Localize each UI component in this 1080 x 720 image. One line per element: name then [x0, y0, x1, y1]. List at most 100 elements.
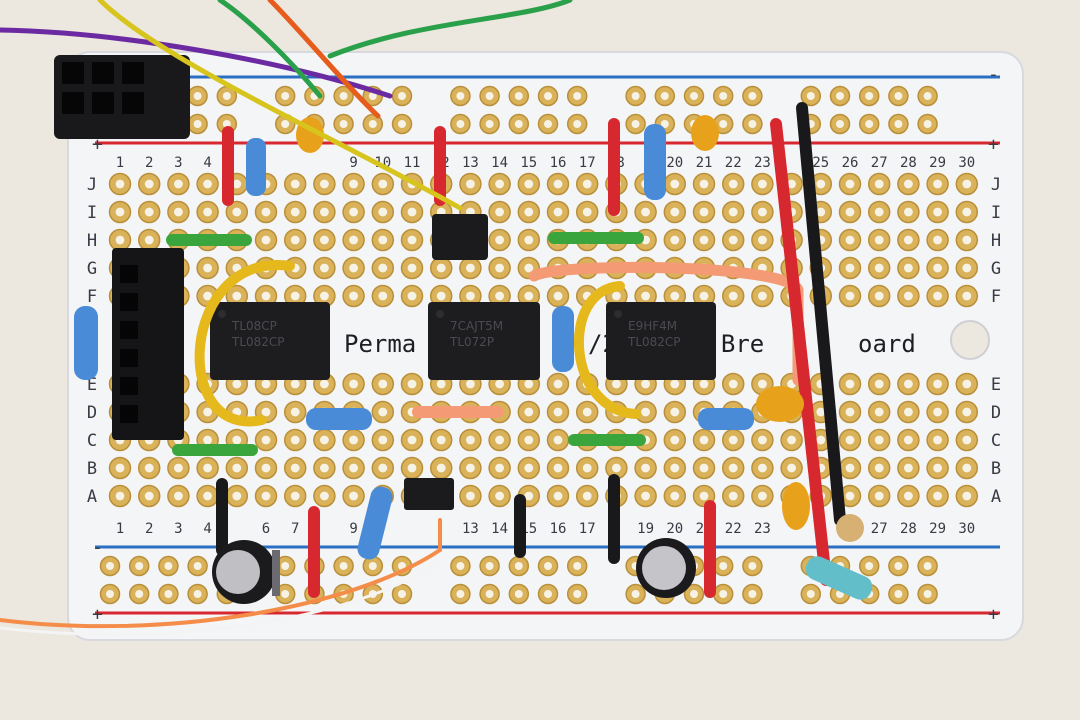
chip-2-line-2: TL072P: [449, 335, 494, 349]
pad-hole: [699, 179, 709, 189]
column-number: 15: [520, 155, 537, 171]
pad-hole: [553, 207, 563, 217]
pad-hole: [582, 179, 592, 189]
column-number: 17: [579, 155, 596, 171]
pad-hole: [319, 179, 329, 189]
pad-hole: [232, 435, 242, 445]
pad-hole: [894, 590, 903, 598]
pad-hole: [699, 435, 709, 445]
pad-hole: [173, 463, 183, 473]
pad-hole: [456, 562, 465, 570]
pad-hole: [836, 120, 844, 128]
pad-hole: [903, 207, 913, 217]
pad-hole: [719, 120, 728, 128]
pad-hole: [349, 235, 359, 245]
pad-hole: [319, 463, 329, 473]
pad-hole: [573, 562, 582, 570]
pad-hole: [290, 379, 300, 389]
pad-hole: [757, 435, 767, 445]
pad-hole: [319, 435, 329, 445]
pad-hole: [407, 291, 417, 301]
pad-hole: [903, 491, 913, 501]
pad-hole: [573, 120, 582, 128]
pad-hole: [962, 435, 972, 445]
pad-hole: [544, 92, 552, 100]
pad-hole: [319, 379, 329, 389]
pad-hole: [456, 92, 465, 100]
pad-hole: [115, 491, 125, 501]
pad-hole: [261, 291, 271, 301]
pad-hole: [203, 291, 213, 301]
row-letter: C: [991, 431, 1001, 451]
pad-hole: [787, 463, 797, 473]
pad-hole: [728, 435, 738, 445]
pad-hole: [524, 179, 534, 189]
row-letter: C: [87, 431, 97, 451]
pad-hole: [495, 491, 505, 501]
pad-hole: [135, 562, 144, 570]
pad-hole: [894, 120, 903, 128]
row-letter: H: [87, 231, 97, 251]
op-amp-chip-1: TL08CP TL082CP: [210, 302, 330, 380]
pad-hole: [232, 491, 242, 501]
column-number: 28: [900, 155, 917, 171]
row-letter: G: [87, 259, 97, 279]
pad-hole: [933, 179, 943, 189]
pad-hole: [193, 590, 202, 598]
pad-hole: [144, 491, 154, 501]
pad-hole: [144, 463, 154, 473]
pad-hole: [290, 207, 300, 217]
pad-hole: [514, 120, 523, 128]
pad-hole: [816, 407, 826, 417]
pad-hole: [719, 92, 728, 100]
column-number: 16: [550, 155, 567, 171]
pad-hole: [261, 207, 271, 217]
pad-hole: [962, 379, 972, 389]
pad-hole: [874, 463, 884, 473]
pad-hole: [193, 92, 202, 100]
pad-hole: [319, 207, 329, 217]
column-number: 16: [550, 521, 567, 537]
pad-hole: [962, 207, 972, 217]
pad-hole: [115, 463, 125, 473]
pad-hole: [670, 179, 680, 189]
pad-hole: [261, 491, 271, 501]
pad-hole: [465, 179, 475, 189]
pad-hole: [903, 379, 913, 389]
pad-hole: [874, 291, 884, 301]
chip-3-line-1: E9HF4M: [628, 319, 677, 333]
pad-hole: [553, 491, 563, 501]
pad-hole: [436, 435, 446, 445]
row-letter: H: [991, 231, 1001, 251]
column-number: 2: [145, 521, 153, 537]
pad-hole: [135, 590, 144, 598]
rail-plus-top-right: +: [988, 134, 999, 155]
pad-hole: [465, 491, 475, 501]
pad-hole: [524, 235, 534, 245]
pad-hole: [845, 291, 855, 301]
pad-hole: [203, 407, 213, 417]
row-letter: F: [991, 287, 1001, 307]
pad-hole: [281, 590, 290, 598]
pad-hole: [582, 407, 592, 417]
pad-hole: [874, 435, 884, 445]
pad-hole: [611, 379, 621, 389]
pad-hole: [281, 562, 290, 570]
chip-2-line-1: 7CAJT5M: [450, 319, 503, 333]
pad-hole: [398, 120, 406, 128]
pad-hole: [378, 207, 388, 217]
pad-hole: [787, 179, 797, 189]
pad-hole: [349, 291, 359, 301]
off-board-wires: [0, 0, 573, 636]
pad-hole: [144, 179, 154, 189]
pad-hole: [144, 235, 154, 245]
pad-hole: [670, 207, 680, 217]
column-number: 14: [491, 155, 508, 171]
column-number: 17: [579, 521, 596, 537]
pad-hole: [582, 207, 592, 217]
header-connector-top-left: [54, 55, 190, 139]
pad-hole: [874, 207, 884, 217]
pad-hole: [719, 562, 728, 570]
